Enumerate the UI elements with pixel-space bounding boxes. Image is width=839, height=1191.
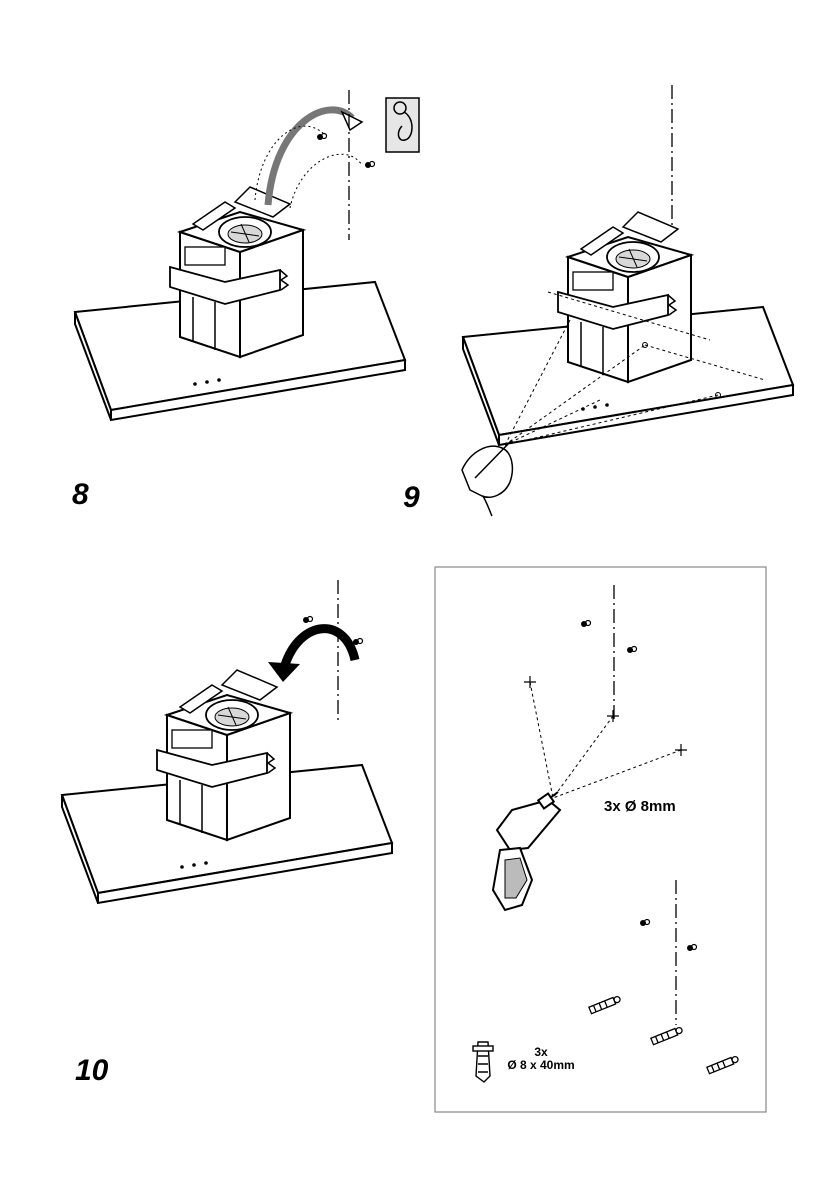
step8-hood-drawing xyxy=(75,187,405,420)
screw-icon xyxy=(303,617,313,624)
wall-plug-qty: 3x xyxy=(496,1046,586,1059)
step8-rotate-arrow xyxy=(268,110,352,205)
step10-hood-drawing xyxy=(62,670,392,903)
pencil-hand-icon xyxy=(462,440,512,516)
drill-size-note: 3x Ø 8mm xyxy=(604,799,676,815)
screw-icon xyxy=(365,162,375,169)
screw-icon xyxy=(317,134,327,141)
wall-plug-size: Ø 8 x 40mm xyxy=(496,1059,586,1072)
step9-hood-drawing xyxy=(463,212,793,445)
wall-plug-note: 3x Ø 8 x 40mm xyxy=(496,1046,586,1071)
step8-hook-inset xyxy=(386,98,419,152)
drilling-panel xyxy=(435,567,766,1112)
step-number-10: 10 xyxy=(75,1056,108,1086)
screw-icon xyxy=(353,639,363,646)
step-number-9: 9 xyxy=(403,483,420,513)
step-number-8: 8 xyxy=(72,480,89,510)
step10-rotate-arrow xyxy=(285,629,355,665)
